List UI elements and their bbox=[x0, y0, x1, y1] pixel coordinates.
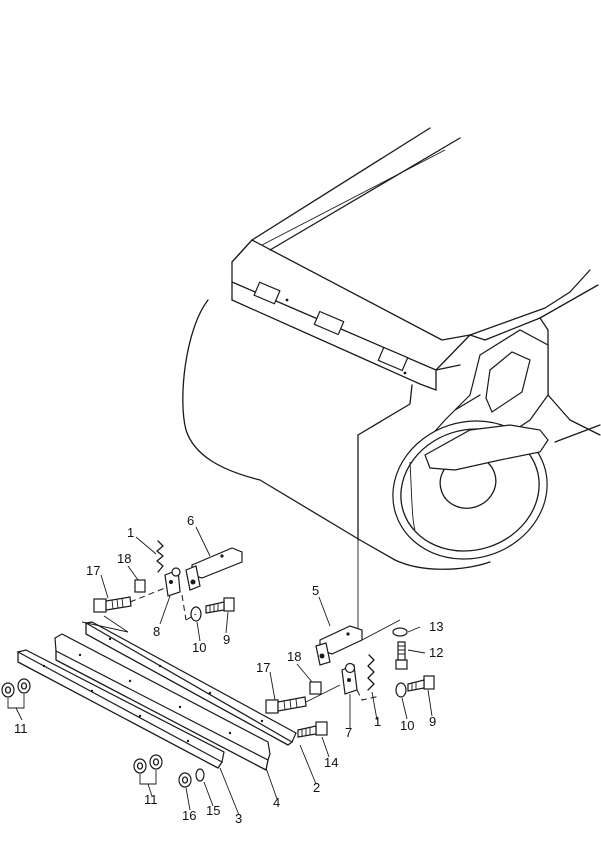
callout-3: 3 bbox=[235, 811, 242, 826]
callout-1-left: 1 bbox=[127, 525, 134, 540]
callout-18-left: 18 bbox=[117, 551, 131, 566]
callout-17-right: 17 bbox=[256, 660, 270, 675]
callout-labels: 1 1 2 3 4 5 6 7 8 9 9 10 10 11 11 12 13 … bbox=[14, 513, 443, 826]
callout-leaders bbox=[15, 526, 433, 816]
right-bracket-assembly bbox=[265, 619, 435, 738]
callout-11-middle: 11 bbox=[144, 792, 158, 807]
callout-10-right: 10 bbox=[400, 718, 414, 733]
left-bracket-assembly bbox=[93, 540, 243, 633]
callout-16: 16 bbox=[182, 808, 196, 823]
scraper-blades bbox=[16, 621, 297, 771]
callout-2: 2 bbox=[313, 780, 320, 795]
fasteners-bottom bbox=[1, 678, 205, 788]
roller-drum bbox=[182, 299, 549, 570]
callout-9-left: 9 bbox=[223, 632, 230, 647]
callout-11-left: 11 bbox=[14, 721, 28, 736]
callout-4: 4 bbox=[273, 795, 280, 810]
callout-15: 15 bbox=[206, 803, 220, 818]
callout-9-right: 9 bbox=[429, 714, 436, 729]
callout-13: 13 bbox=[429, 619, 443, 634]
callout-10-left: 10 bbox=[192, 640, 206, 655]
callout-12: 12 bbox=[429, 645, 443, 660]
callout-14: 14 bbox=[324, 755, 338, 770]
callout-17-left: 17 bbox=[86, 563, 100, 578]
callout-8: 8 bbox=[153, 624, 160, 639]
callout-1-right: 1 bbox=[374, 714, 381, 729]
callout-6: 6 bbox=[187, 513, 194, 528]
callout-5: 5 bbox=[312, 583, 319, 598]
callout-7: 7 bbox=[345, 725, 352, 740]
callout-18-right: 18 bbox=[287, 649, 301, 664]
